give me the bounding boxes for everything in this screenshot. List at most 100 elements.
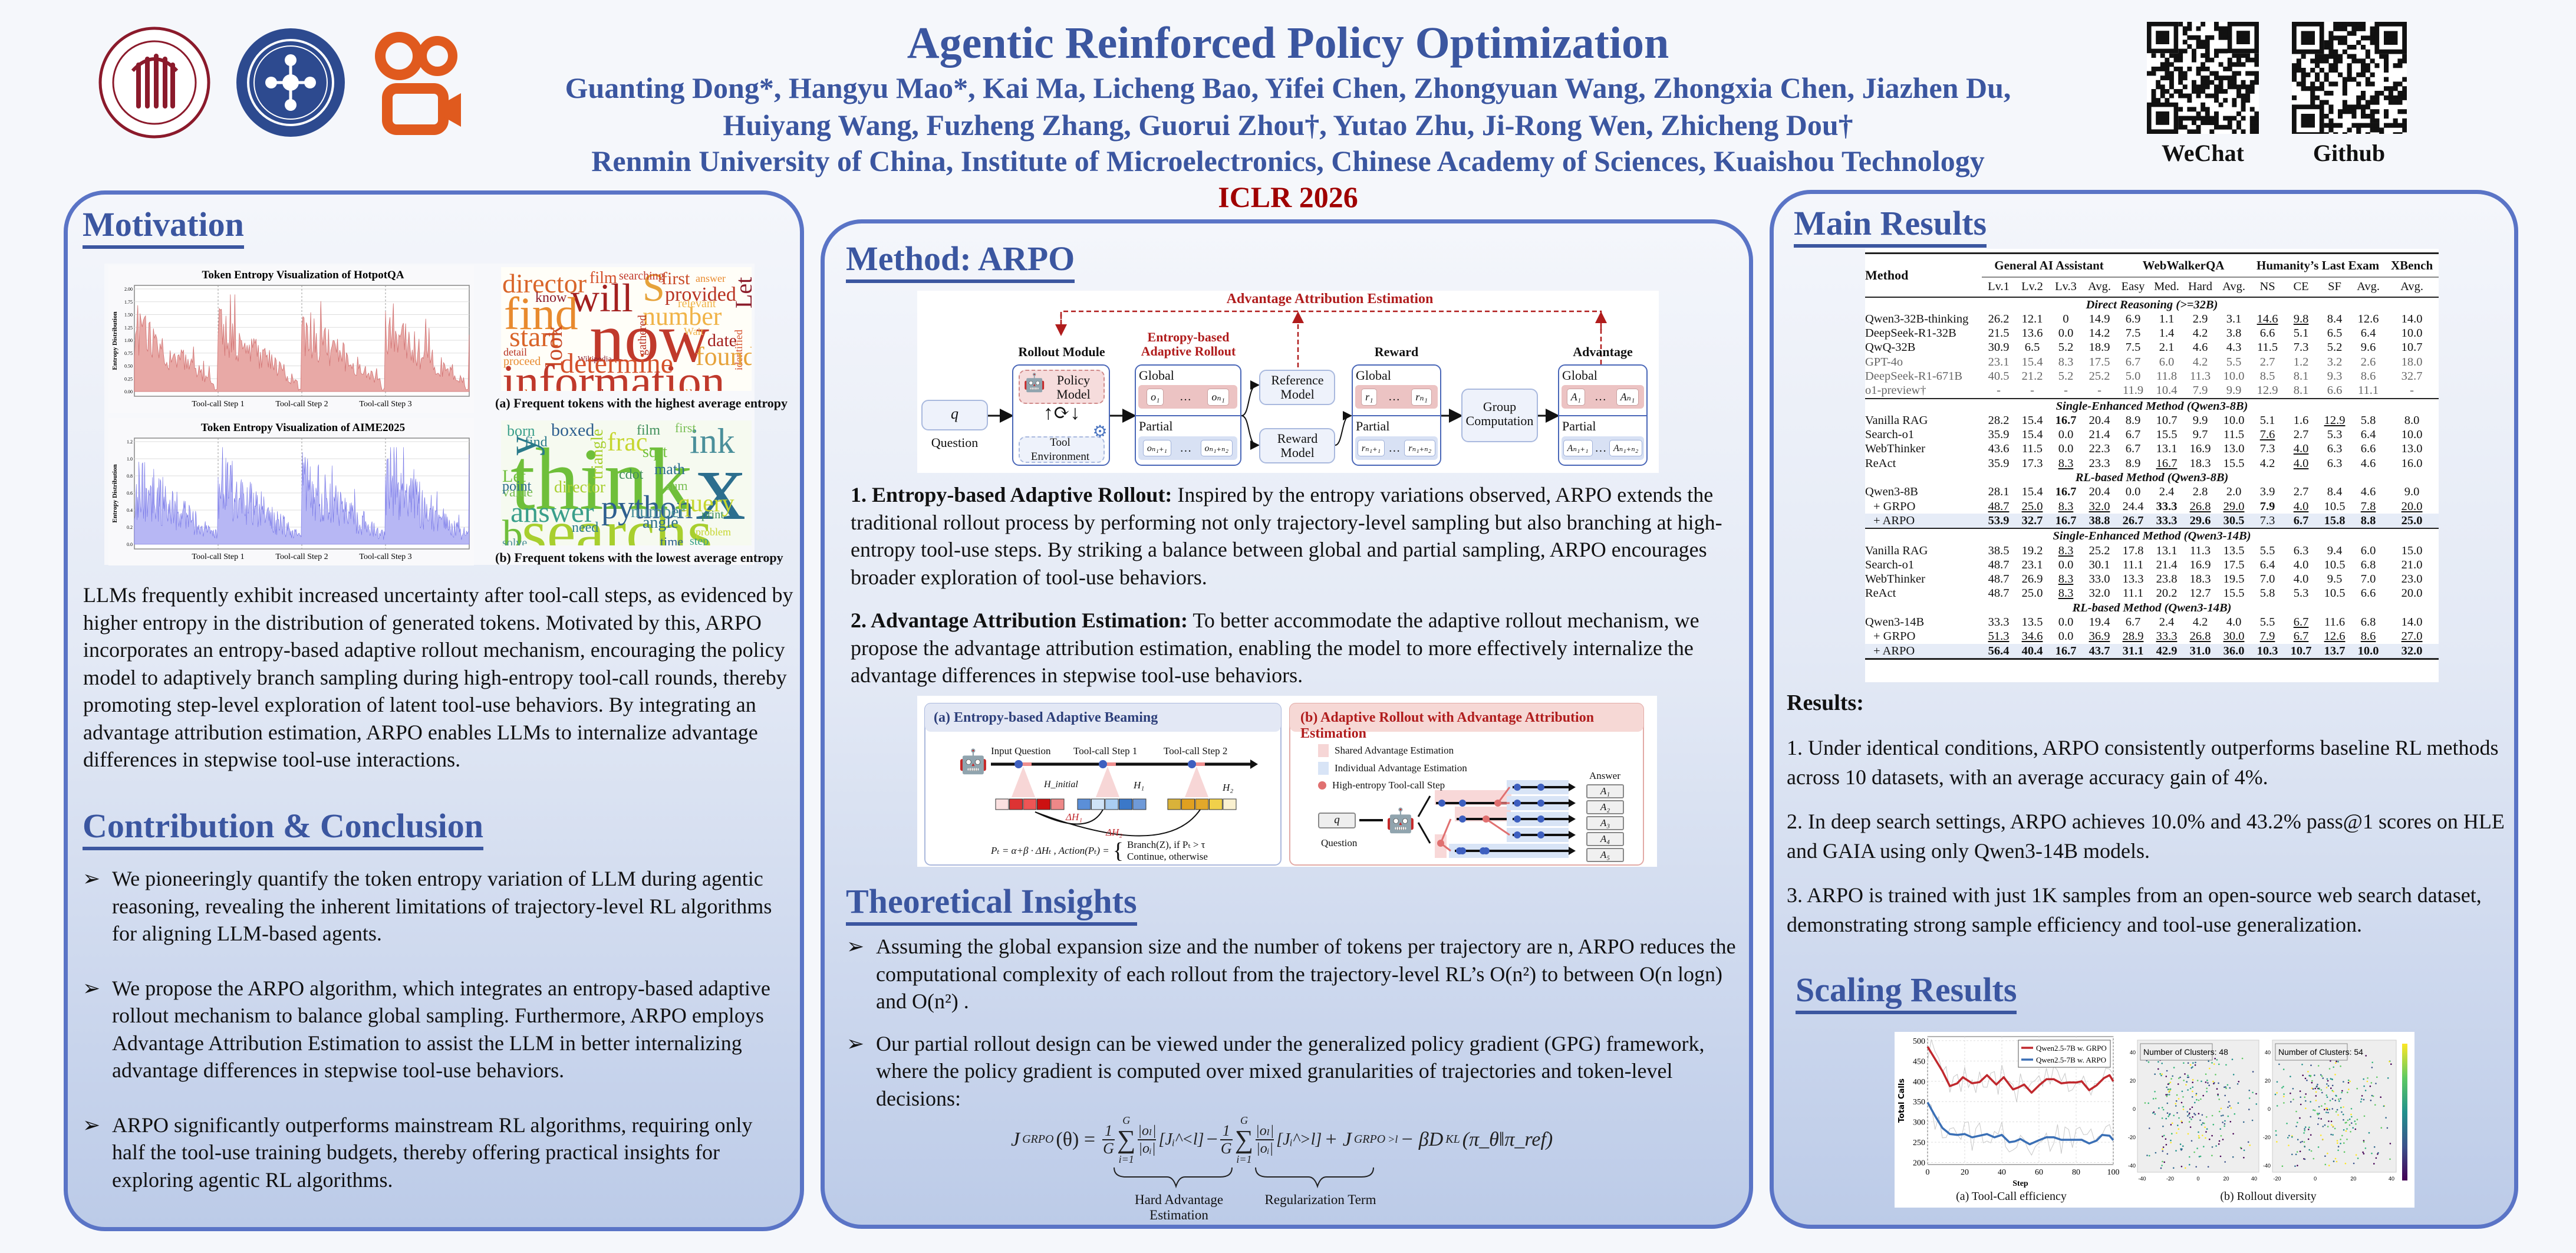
qr-module bbox=[2365, 54, 2370, 59]
scatter-point bbox=[2315, 1100, 2317, 1101]
score-cell: 15.5 bbox=[2156, 428, 2178, 442]
scatter-point bbox=[2188, 1113, 2190, 1116]
score-cell: 19.5 bbox=[2223, 573, 2245, 586]
score-cell: 4.2 bbox=[2259, 456, 2275, 470]
score-cell: 11.9 bbox=[2122, 384, 2144, 397]
qr-module bbox=[2328, 104, 2334, 110]
divider bbox=[1135, 415, 1241, 416]
theory-list: ➢Assuming the global expansion size and … bbox=[846, 933, 1748, 1112]
qr-module bbox=[2173, 89, 2179, 94]
scatter-point bbox=[2321, 1091, 2323, 1094]
qr-module bbox=[2218, 124, 2223, 130]
entropy-cone bbox=[1012, 767, 1035, 797]
scatter-point bbox=[2294, 1165, 2296, 1167]
scatter-point bbox=[2173, 1114, 2175, 1117]
wordcloud-word: Let bbox=[502, 466, 526, 486]
scatter-point bbox=[2222, 1139, 2224, 1140]
qr-module bbox=[2214, 26, 2219, 31]
ratio: |oₗ||oᵢ| bbox=[1256, 1123, 1274, 1157]
qr-module bbox=[2374, 63, 2380, 68]
scatter-point bbox=[2312, 1088, 2314, 1090]
scatter-point bbox=[2192, 1078, 2194, 1081]
qr-module bbox=[2241, 62, 2246, 67]
scatter-point bbox=[2161, 1063, 2163, 1064]
sum-bottom: i=1 bbox=[1118, 1153, 1134, 1165]
wordcloud-word: step bbox=[690, 535, 709, 545]
scatter-point bbox=[2194, 1114, 2196, 1116]
scatter-point bbox=[2326, 1096, 2328, 1098]
qr-module bbox=[2315, 54, 2320, 59]
y-tick-label: 40 bbox=[2265, 1050, 2271, 1055]
wordcloud-word: date bbox=[707, 331, 737, 350]
advantage-attribution-label: Advantage Attribution Estimation bbox=[1226, 291, 1434, 307]
qr-module bbox=[2192, 116, 2196, 121]
caption-tool-call-efficiency: (a) Tool-Call efficiency bbox=[1956, 1190, 2067, 1203]
qr-module bbox=[2347, 127, 2352, 133]
scatter-point bbox=[2175, 1100, 2178, 1102]
scatter-point bbox=[2178, 1077, 2180, 1079]
qr-module bbox=[2328, 45, 2334, 50]
column-subheader: Lv.1 bbox=[1988, 280, 2010, 294]
qr-module bbox=[2254, 116, 2259, 121]
y-tick-label: 1.25 bbox=[124, 325, 133, 330]
qr-module bbox=[2351, 114, 2357, 119]
scatter-point bbox=[2206, 1116, 2208, 1118]
qr-module bbox=[2187, 35, 2192, 40]
sum-symbol: ∑ bbox=[1117, 1124, 1136, 1154]
qr-module bbox=[2328, 49, 2334, 54]
qr-module bbox=[2218, 75, 2223, 81]
scatter-point bbox=[2205, 1073, 2207, 1075]
qr-module bbox=[2232, 102, 2237, 107]
score-cell: 6.7 bbox=[2125, 355, 2141, 369]
scatter-point bbox=[2363, 1141, 2365, 1143]
scatter-point bbox=[2328, 1120, 2330, 1122]
scatter-point bbox=[2301, 1140, 2303, 1143]
qr-module bbox=[2361, 22, 2366, 27]
qr-module bbox=[2236, 120, 2241, 126]
scatter-point bbox=[2310, 1064, 2312, 1066]
qr-module bbox=[2393, 123, 2398, 128]
scatter-point bbox=[2163, 1161, 2165, 1163]
qr-module bbox=[2236, 93, 2241, 98]
scatter-point bbox=[2318, 1088, 2320, 1090]
step-segment bbox=[1103, 762, 1116, 766]
scatter-point bbox=[2169, 1081, 2172, 1083]
scatter-point bbox=[2212, 1080, 2214, 1083]
score-cell: 0.0 bbox=[2125, 485, 2141, 499]
score-cell: 5.0 bbox=[2125, 369, 2141, 383]
sum-bottom: i=1 bbox=[1236, 1153, 1252, 1165]
scatter-point bbox=[2173, 1067, 2175, 1068]
score-cell: 8.5 bbox=[2259, 369, 2275, 383]
qr-module bbox=[2227, 80, 2232, 85]
scatter-point bbox=[2377, 1152, 2379, 1154]
scatter-point bbox=[2282, 1068, 2285, 1070]
qr-module bbox=[2236, 62, 2241, 67]
global-label: Global bbox=[1356, 368, 1391, 383]
step-node bbox=[1188, 760, 1196, 768]
answer-box: A₄ bbox=[1586, 832, 1624, 846]
scatter-point bbox=[2187, 1074, 2189, 1077]
scatter-point bbox=[2300, 1141, 2302, 1143]
qr-module bbox=[2333, 22, 2338, 27]
scatter-point bbox=[2385, 1117, 2387, 1119]
scatter-point bbox=[2182, 1109, 2185, 1110]
github-qr-code[interactable] bbox=[2292, 22, 2407, 134]
qr-module bbox=[2315, 72, 2320, 77]
token-block bbox=[1077, 798, 1091, 810]
score-cell: 9.3 bbox=[2327, 369, 2343, 383]
scatter-point bbox=[2193, 1113, 2195, 1114]
qr-module bbox=[2342, 77, 2347, 82]
score-cell: 25.0 bbox=[2385, 513, 2439, 529]
qr-module bbox=[2245, 57, 2251, 63]
scatter-point bbox=[2228, 1101, 2230, 1103]
y-tick-label: 1.0 bbox=[127, 456, 133, 462]
qr-module bbox=[2370, 109, 2375, 114]
method-name: WebThinker bbox=[1865, 573, 1925, 586]
qr-module bbox=[2218, 48, 2223, 54]
qr-module bbox=[2218, 89, 2223, 94]
wechat-qr-code[interactable] bbox=[2147, 22, 2259, 134]
scatter-point bbox=[2292, 1088, 2294, 1090]
qr-module bbox=[2397, 58, 2403, 64]
